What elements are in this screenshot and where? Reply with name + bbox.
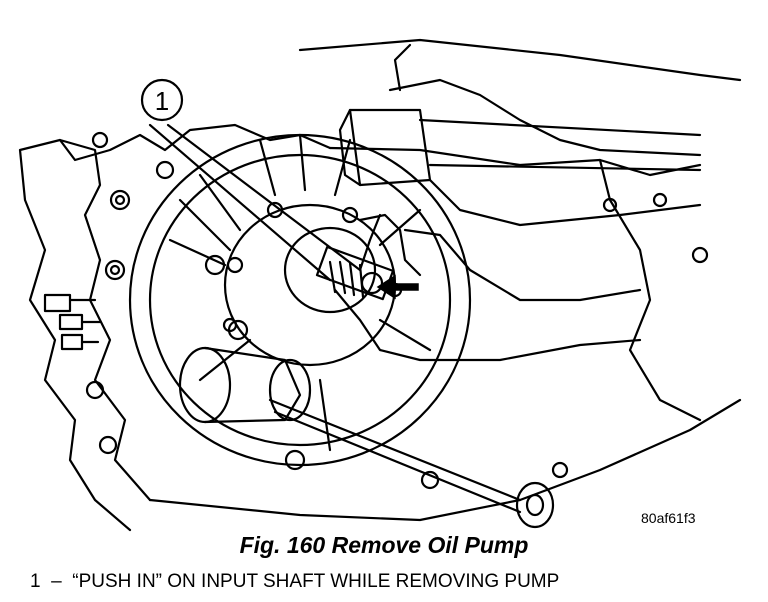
image-code: 80af61f3 — [641, 510, 696, 526]
oil-pump-removal-illustration: 1 — [18, 38, 742, 532]
lower-hand-pushing-shaft — [333, 213, 642, 362]
figure-caption: Fig. 160 Remove Oil Pump — [239, 532, 529, 558]
input-shaft — [315, 245, 395, 301]
upper-hand-with-puller — [298, 38, 742, 227]
oil-pump-housing — [128, 133, 472, 467]
legend-item: 1 – “PUSH IN” ON INPUT SHAFT WHILE REMOV… — [30, 571, 559, 593]
mounting-studs — [43, 293, 102, 351]
lower-slide-hammer — [178, 346, 555, 529]
callout-number: 1 — [155, 86, 169, 116]
legend-dash: – — [51, 571, 62, 592]
legend-text: “PUSH IN” ON INPUT SHAFT WHILE REMOVING … — [72, 571, 560, 592]
callout-leader — [148, 123, 362, 282]
push-direction-arrow — [376, 274, 419, 300]
legend-number: 1 — [30, 571, 41, 592]
callout-1: 1 — [140, 78, 184, 122]
transmission-case — [18, 123, 742, 532]
